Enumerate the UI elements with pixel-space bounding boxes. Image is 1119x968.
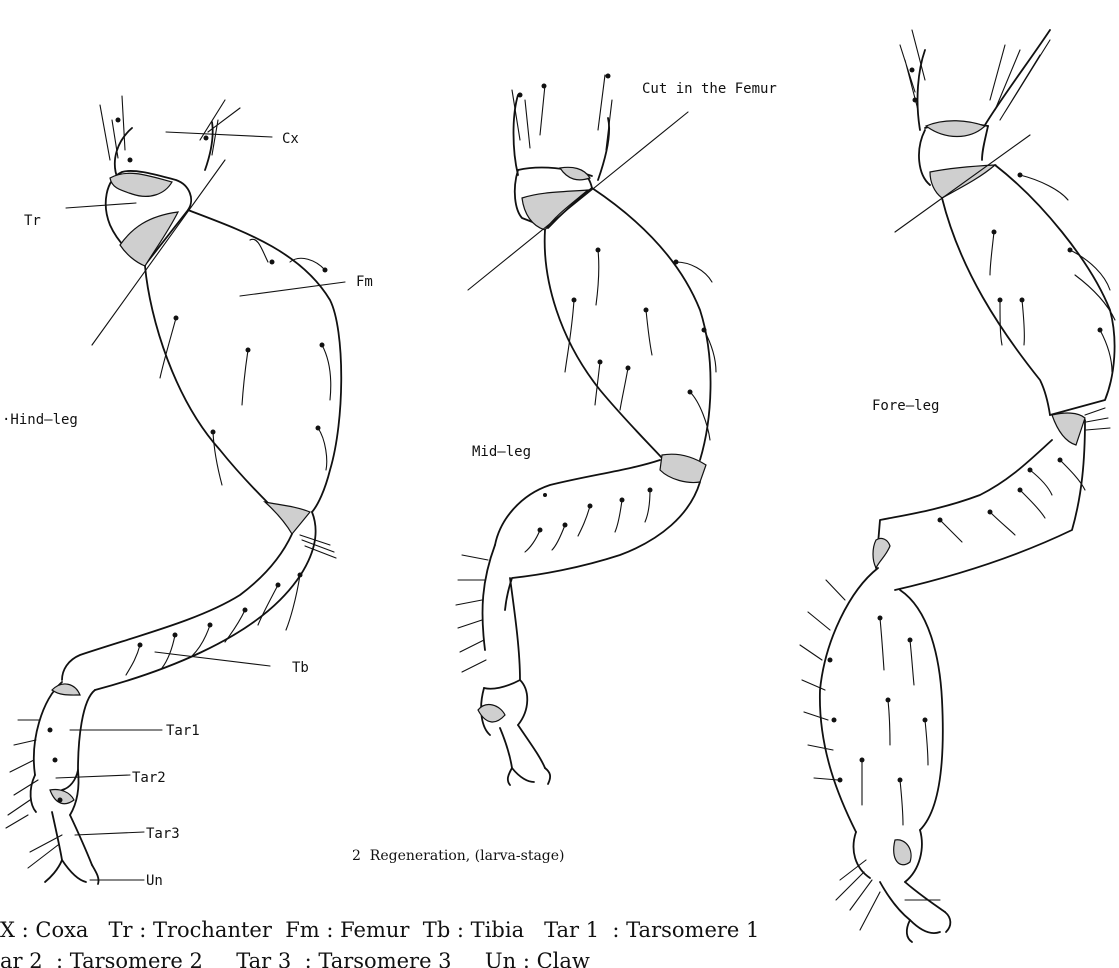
label-tar3: Tar3 xyxy=(146,826,180,842)
mid-leg-title: Mid—leg xyxy=(472,444,531,460)
fore-cut-line xyxy=(895,135,1030,232)
leg-titles: ·Hind—leg Mid—leg Fore—leg xyxy=(2,398,939,460)
figure-caption: 2 Regeneration, (larva-stage) xyxy=(352,848,565,864)
label-tr: Tr xyxy=(24,213,41,229)
label-tar1: Tar1 xyxy=(166,723,200,739)
fore-leg-drawing xyxy=(800,30,1115,942)
legend-line-2: ar 2 : Tarsomere 2 Tar 3 : Tarsomere 3 U… xyxy=(0,949,590,968)
label-un: Un xyxy=(146,873,163,889)
hind-leg-title: ·Hind—leg xyxy=(2,412,78,428)
label-cut-in-femur: Cut in the Femur xyxy=(642,81,777,97)
label-fm: Fm xyxy=(356,274,373,290)
label-tar2: Tar2 xyxy=(132,770,166,786)
hind-leader-lines xyxy=(56,132,345,880)
abbreviation-legend: X : Coxa Tr : Trochanter Fm : Femur Tb :… xyxy=(0,918,759,968)
hind-leg-drawing xyxy=(6,96,341,884)
mid-leg-drawing xyxy=(456,74,716,786)
mid-cut-line xyxy=(468,112,688,290)
legend-line-1: X : Coxa Tr : Trochanter Fm : Femur Tb :… xyxy=(0,918,759,942)
part-labels: Cx Tr Fm Tb Tar1 Tar2 Tar3 Un Cut in the… xyxy=(24,81,777,889)
fore-leg-title: Fore—leg xyxy=(872,398,939,414)
label-tb: Tb xyxy=(292,660,309,676)
label-cx: Cx xyxy=(282,131,299,147)
